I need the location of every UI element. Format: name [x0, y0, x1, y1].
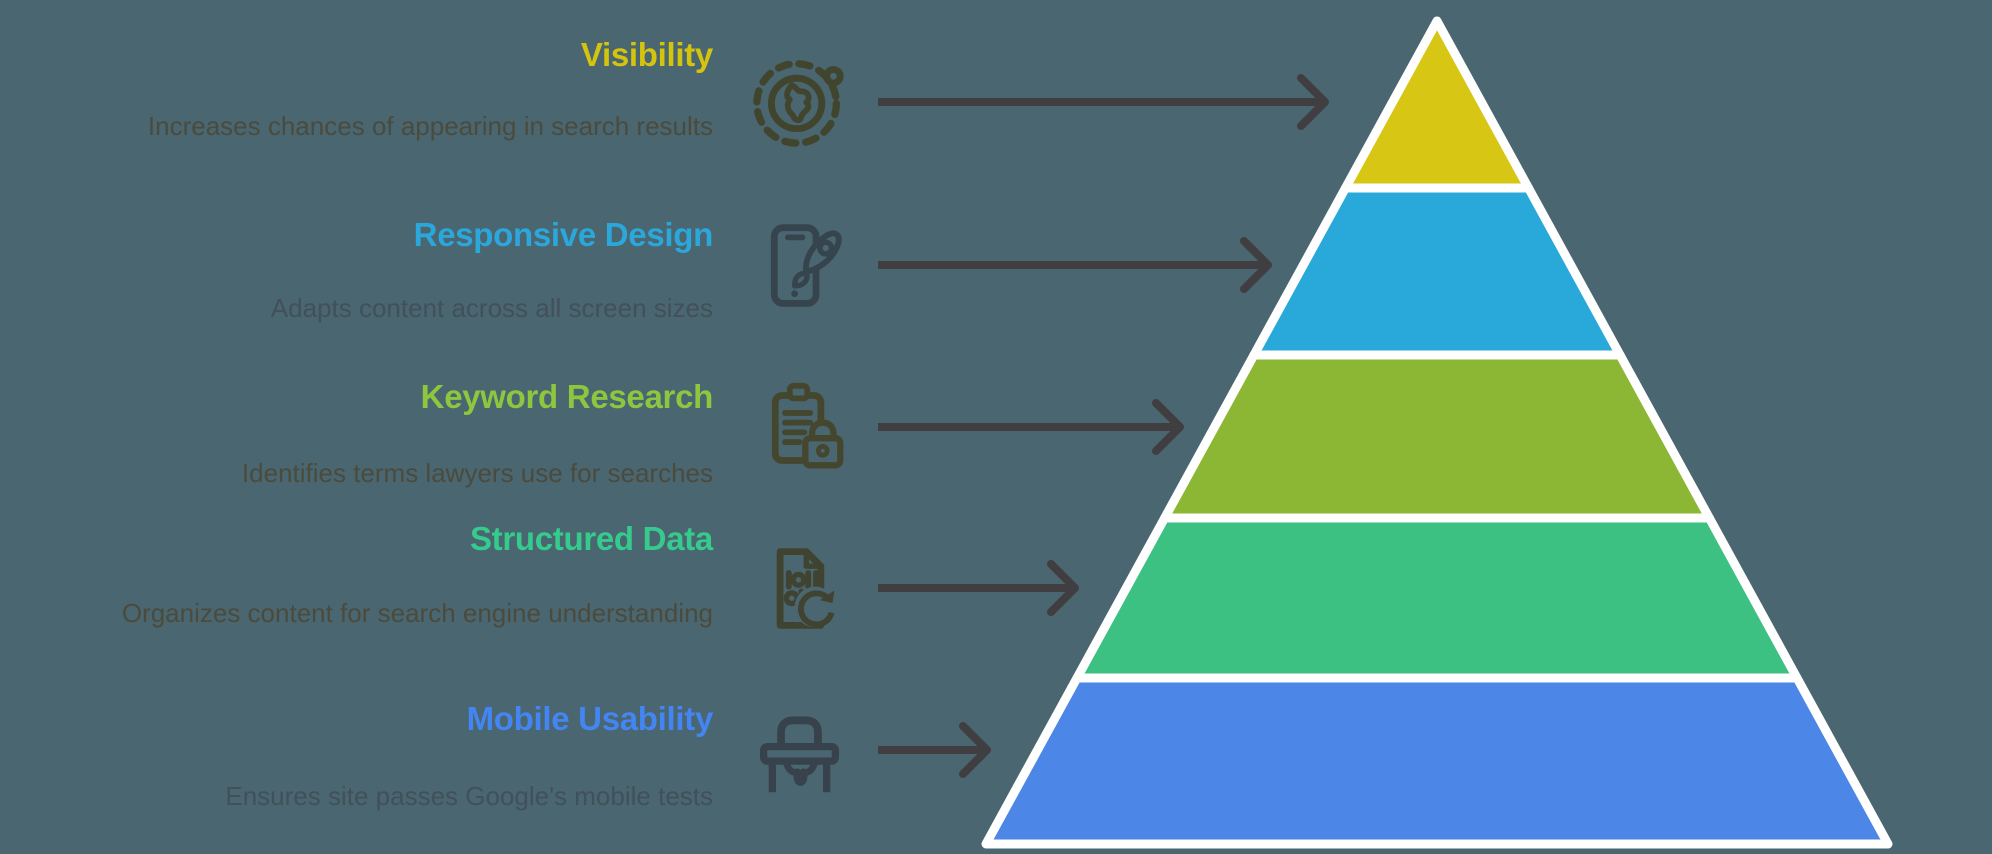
pyramid-band-keyword-research: [1160, 350, 1714, 523]
row-title-responsive-design: Responsive Design: [413, 216, 714, 253]
row-arrow-mobile-usability: [878, 722, 991, 778]
pyramid-band-visibility: [1340, 16, 1534, 193]
binary-doc-icon: [776, 548, 836, 629]
row-arrow-responsive-design: [878, 237, 1272, 293]
row-arrow-visibility: [878, 74, 1329, 130]
row-arrow-keyword-research: [878, 399, 1184, 455]
clipboard-lock-icon: [771, 382, 844, 469]
row-description-structured-data: Organizes content for search engine unde…: [121, 598, 713, 628]
row-title-visibility: Visibility: [580, 36, 713, 73]
pyramid-band-mobile-usability: [981, 673, 1893, 849]
row-title-structured-data: Structured Data: [469, 520, 713, 557]
globe-orbit-icon: [753, 60, 844, 147]
phone-rocket-icon: [770, 224, 842, 307]
row-title-keyword-research: Keyword Research: [420, 378, 714, 415]
row-description-mobile-usability: Ensures site passes Google's mobile test…: [225, 781, 713, 811]
row-description-responsive-design: Adapts content across all screen sizes: [270, 293, 713, 323]
row-description-keyword-research: Identifies terms lawyers use for searche…: [241, 458, 713, 488]
row-title-mobile-usability: Mobile Usability: [466, 700, 714, 737]
row-arrow-structured-data: [878, 560, 1079, 616]
desk-chair-icon: [759, 716, 840, 793]
pyramid-band-responsive-design: [1249, 183, 1625, 360]
row-description-visibility: Increases chances of appearing in search…: [147, 111, 713, 141]
pyramid-band-structured-data: [1072, 513, 1802, 683]
